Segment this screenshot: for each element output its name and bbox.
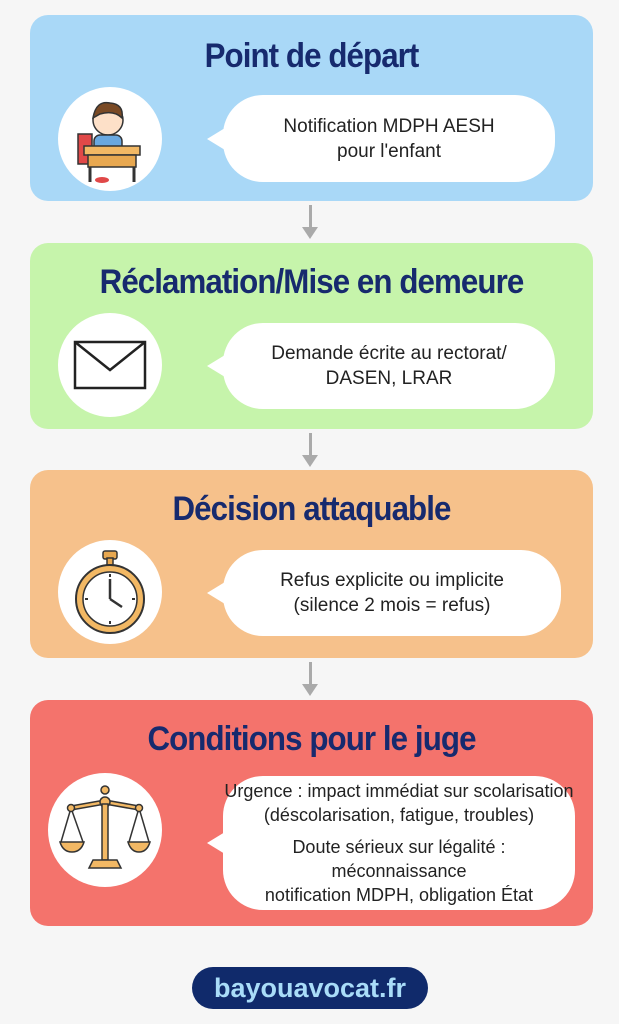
step-reclamation: Réclamation/Mise en demeure Demande écri… (30, 243, 593, 429)
down-arrow-icon (302, 433, 318, 467)
step-title: Décision attaquable (172, 490, 451, 528)
stopwatch-icon (58, 540, 162, 644)
description-line: Notification MDPH AESH (283, 115, 495, 137)
child-at-desk-icon (58, 87, 162, 191)
step-description: Refus explicite ou implicite (silence 2 … (207, 550, 561, 636)
step-decision-attaquable: Décision attaquable Refus explicite ou i… (30, 470, 593, 658)
step-title: Réclamation/Mise en demeure (99, 263, 525, 301)
scales-of-justice-icon (48, 773, 162, 887)
description-line: (silence 2 mois = refus) (293, 595, 491, 616)
description-line: Demande écrite au rectorat/ (271, 343, 507, 364)
step-point-de-depart: Point de départ Notification MDPH AESH p… (30, 15, 593, 201)
condition-doute-line: Doute sérieux sur légalité : méconnaissa… (292, 837, 506, 881)
description-line: Refus explicite ou implicite (280, 570, 504, 591)
step-description: Urgence : impact immédiat sur scolarisat… (207, 776, 575, 910)
step-conditions-juge: Conditions pour le juge Urgence : impact… (30, 700, 593, 926)
website-badge[interactable]: bayouavocat.fr (192, 967, 428, 1009)
step-title: Conditions pour le juge (147, 720, 476, 758)
condition-urgence-detail: (déscolarisation, fatigue, troubles) (263, 805, 535, 825)
description-line: DASEN, LRAR (325, 368, 453, 389)
condition-doute-detail: notification MDPH, obligation État (264, 885, 534, 905)
step-description: Demande écrite au rectorat/ DASEN, LRAR (207, 323, 555, 409)
envelope-icon (58, 313, 162, 417)
description-line: pour l'enfant (337, 140, 441, 162)
step-title: Point de départ (204, 37, 420, 75)
down-arrow-icon (302, 205, 318, 239)
condition-urgence-line: Urgence : impact immédiat sur scolarisat… (224, 781, 574, 801)
step-description: Notification MDPH AESH pour l'enfant (207, 95, 555, 182)
down-arrow-icon (302, 662, 318, 696)
